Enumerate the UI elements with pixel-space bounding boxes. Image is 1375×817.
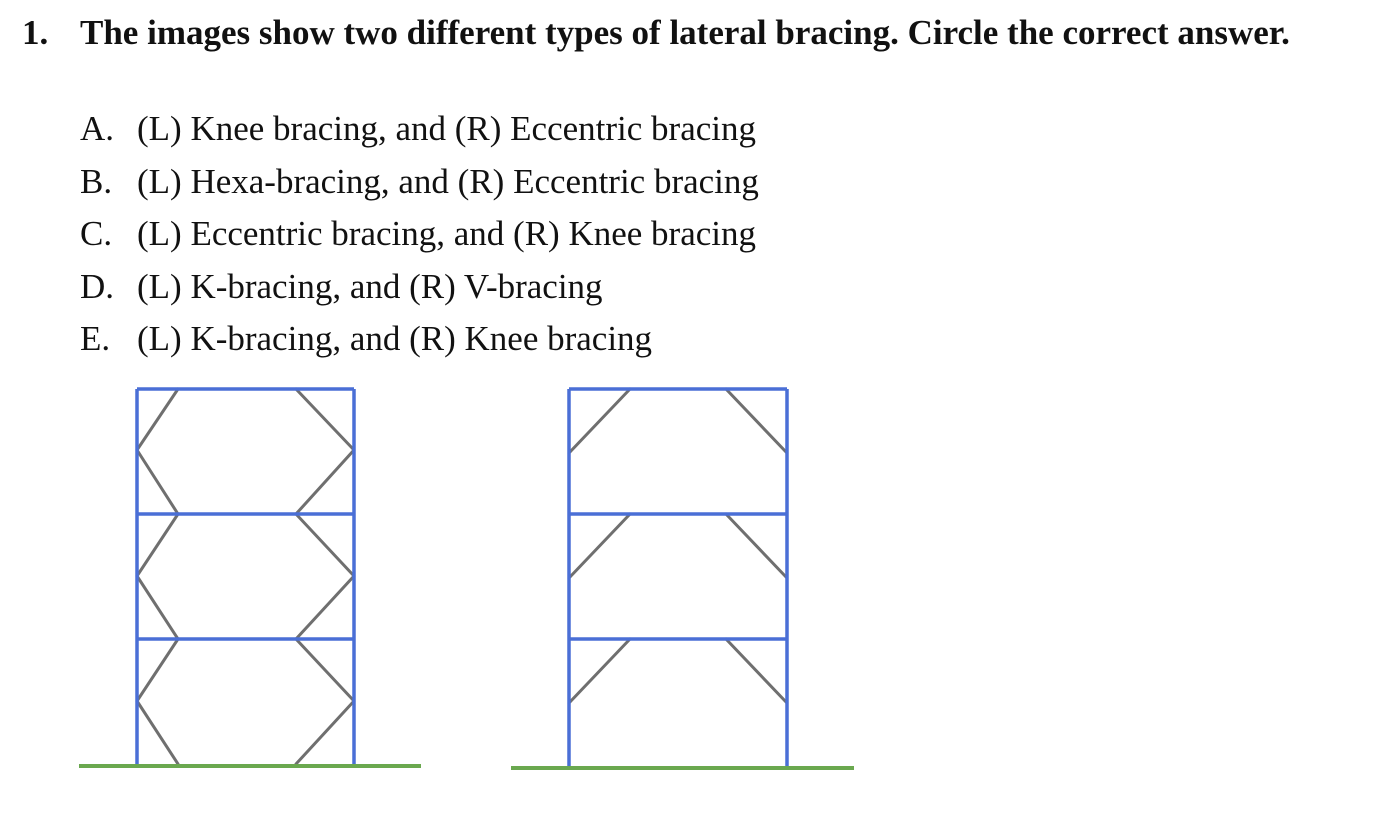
option-e[interactable]: E. (L) K-bracing, and (R) Knee bracing: [80, 313, 759, 366]
option-text: (L) K-bracing, and (R) V-bracing: [137, 266, 603, 306]
option-text: (L) K-bracing, and (R) Knee bracing: [137, 319, 653, 358]
option-letter: A.: [80, 109, 115, 148]
answer-options: A. (L) Knee bracing, and (R) Eccentric br…: [80, 103, 759, 366]
right-frame-members: [567, 387, 789, 766]
option-b[interactable]: B. (L) Hexa-bracing, and (R) Eccentric br…: [80, 156, 759, 209]
option-letter: C.: [80, 214, 113, 253]
right-braces: [567, 387, 789, 705]
left-frame-hexa-bracing: [79, 387, 421, 768]
right-frame-knee-bracing: [511, 387, 854, 770]
left-frame-members: [135, 387, 356, 764]
question-number: 1.: [22, 13, 49, 52]
option-letter: E.: [80, 319, 111, 358]
question-text: The images show two different types of l…: [80, 13, 1290, 52]
left-braces: [135, 387, 356, 766]
option-a[interactable]: A. (L) Knee bracing, and (R) Eccentric br…: [80, 103, 759, 156]
option-text: (L) Eccentric bracing, and (R) Knee brac…: [137, 214, 756, 253]
option-text: (L) Knee bracing, and (R) Eccentric brac…: [137, 109, 756, 148]
bracing-figure: [79, 387, 854, 770]
option-letter: B.: [80, 161, 113, 201]
option-c[interactable]: C. (L) Eccentric bracing, and (R) Knee br…: [80, 208, 759, 261]
option-d[interactable]: D. (L) K-bracing, and (R) V-bracing: [80, 261, 759, 314]
option-text: (L) Hexa-bracing, and (R) Eccentric brac…: [137, 161, 759, 201]
option-letter: D.: [80, 266, 115, 306]
